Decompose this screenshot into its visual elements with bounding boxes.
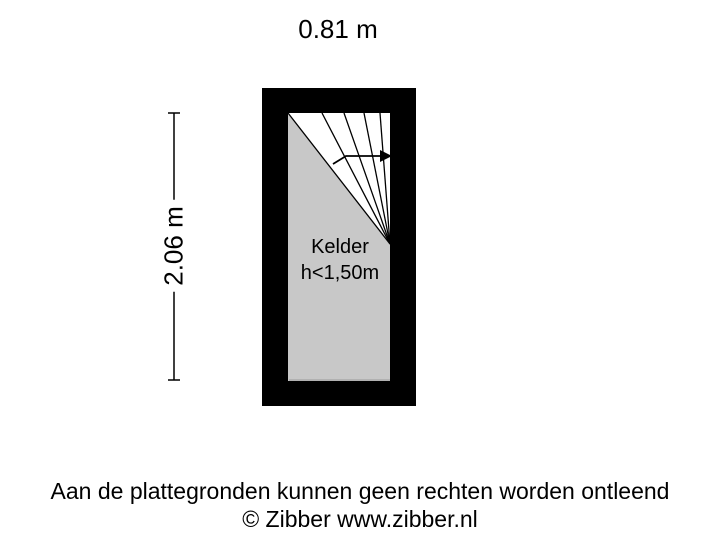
room-name: Kelder bbox=[311, 236, 369, 258]
disclaimer-text: Aan de plattegronden kunnen geen rechten… bbox=[50, 478, 670, 504]
room-label: Kelder h<1,50m bbox=[288, 234, 392, 286]
length-dimension-label: 2.06 m bbox=[158, 200, 190, 292]
stair-direction-arrow bbox=[332, 150, 392, 165]
stair-steps bbox=[287, 112, 391, 245]
room-height-note: h<1,50m bbox=[300, 262, 380, 284]
width-dimension-label: 0.81 m bbox=[298, 14, 378, 44]
copyright-text: © Zibber www.zibber.nl bbox=[242, 506, 478, 532]
